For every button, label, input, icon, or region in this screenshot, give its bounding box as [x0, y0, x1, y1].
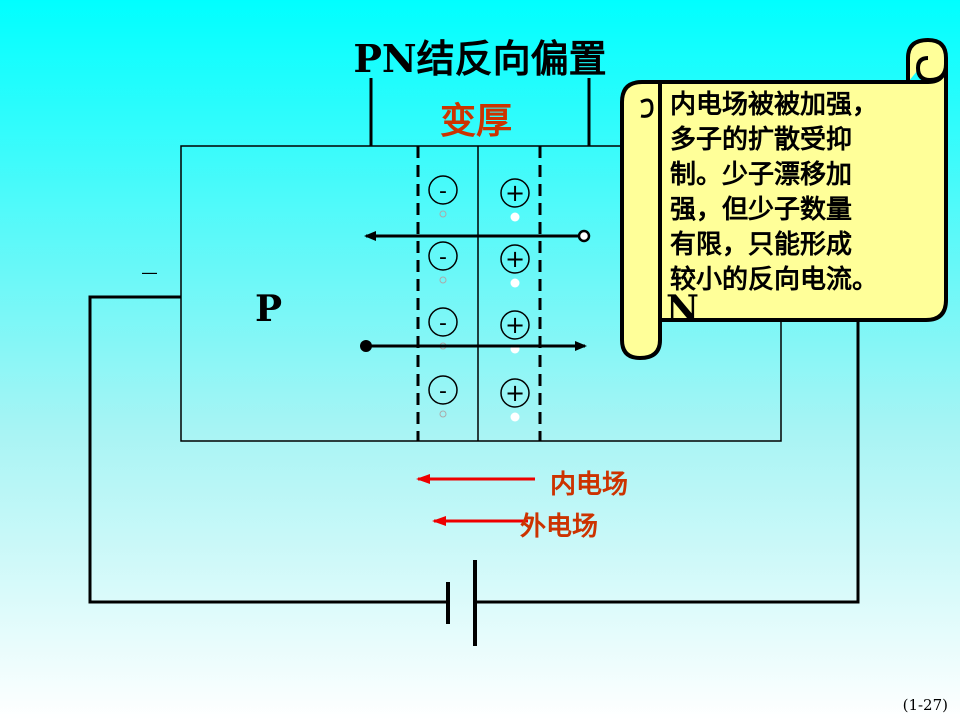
positive-ion [500, 378, 530, 408]
negative-ion [428, 375, 458, 405]
electron-dot [577, 229, 591, 243]
page-number: (1-27) [902, 696, 948, 714]
callout-line: 较小的反向电流。 [670, 265, 879, 295]
positive-ion-symbol: + [505, 245, 525, 273]
page-title: PN结反向偏置 [353, 36, 607, 81]
negative-ion-symbol: - [439, 245, 447, 270]
ion-trace [439, 210, 447, 218]
callout-line: 制。少子漂移加 [670, 160, 853, 190]
outer-field-label: 外电场 [520, 512, 599, 542]
positive-ion [500, 310, 530, 340]
callout-line: 内电场被被加强， [670, 90, 879, 120]
p-region-label: P [255, 288, 283, 330]
minus-terminal-label: _ [142, 240, 157, 275]
callout-line: 强，但少子数量 [670, 195, 853, 225]
positive-ion-symbol: + [505, 179, 525, 207]
hole-dot [360, 340, 372, 352]
positive-ion [500, 244, 530, 274]
negative-ion-symbol: - [439, 379, 447, 404]
negative-ion [428, 307, 458, 337]
right-circuit-wire [475, 300, 860, 604]
negative-ion [428, 241, 458, 271]
callout-line: 有限，只能形成 [670, 230, 853, 260]
positive-ion-symbol: + [505, 311, 525, 339]
ion-trace [510, 278, 520, 288]
callout-scroll-body [620, 60, 948, 360]
negative-ion-symbol: - [439, 311, 447, 336]
ion-trace [510, 412, 520, 422]
callout-text: 内电场被被加强， 多子的扩散受抑 制。少子漂移加 强，但少子数量 有限，只能形成… [670, 88, 920, 298]
positive-ion-symbol: + [505, 379, 525, 407]
negative-ion [428, 175, 458, 205]
inner-field-label: 内电场 [550, 470, 629, 500]
space-charge-ions: - + - + - + - + [428, 175, 530, 422]
ion-trace [510, 212, 520, 222]
negative-ion-symbol: - [439, 179, 447, 204]
n-region-label: N [666, 288, 699, 330]
callout-scroll-top-curl [906, 38, 948, 82]
left-circuit-wire [88, 295, 448, 604]
positive-ion [500, 178, 530, 208]
thicker-label: 变厚 [440, 101, 513, 142]
ion-trace [439, 276, 447, 284]
callout-line: 多子的扩散受抑 [670, 125, 853, 155]
callout-scroll [620, 38, 948, 360]
callout-scroll-left-curl [640, 98, 654, 118]
ion-trace [439, 410, 447, 418]
